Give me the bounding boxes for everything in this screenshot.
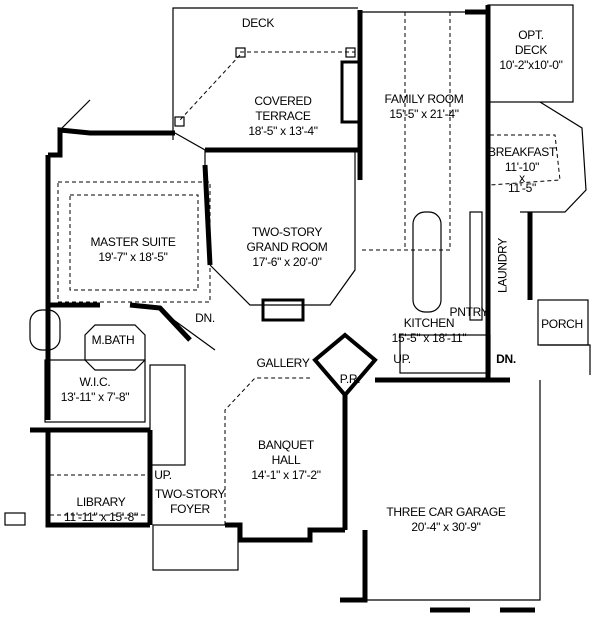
stair-label-dn: DN.: [195, 311, 215, 325]
bathtub: [29, 309, 61, 351]
room-name: DECK: [514, 43, 548, 57]
room-name: DECK: [241, 16, 275, 30]
room-name: HALL: [271, 453, 301, 467]
grand-room-fireplace: [261, 298, 305, 322]
room-name: LIBRARY: [76, 495, 126, 509]
room-size: 17'-6" x 20'-0": [252, 255, 322, 269]
stair-upper: [159, 309, 216, 351]
garage-wall: [340, 530, 368, 603]
room-pantry: PNTRY: [450, 305, 489, 320]
wic-outline: [44, 359, 146, 423]
room-name: GRAND ROOM: [246, 240, 328, 254]
terrace-beam-diagonal: [179, 54, 241, 121]
m-bath-vanity: [84, 324, 146, 371]
room-size: 10'-2"x10'-0": [499, 58, 563, 72]
main-stair: [149, 364, 186, 466]
kitchen-island: [412, 211, 442, 313]
room-name: BANQUET: [258, 438, 314, 452]
room-m-bath: M.BATH: [92, 333, 135, 348]
room-name: TWO-STORY: [154, 487, 226, 501]
wall: [129, 302, 192, 342]
banquet-colonnade: [224, 377, 310, 525]
room-name: TERRACE: [255, 109, 311, 123]
kitchen-counter: [469, 211, 483, 321]
stair-label-up: UP.: [154, 468, 172, 482]
room-name: FOYER: [170, 502, 210, 516]
room-name: OPT.: [518, 28, 544, 42]
room-size: 19'-7" x 18'-5": [98, 250, 168, 264]
room-name: GALLERY: [256, 356, 310, 370]
room-size: x: [519, 171, 525, 185]
deck-outline: [172, 7, 358, 140]
porch-steps: [540, 344, 591, 375]
tray-ceiling: [57, 181, 211, 303]
room-size: 13'-11" x 7'-8": [60, 390, 130, 404]
room-name: MASTER SUITE: [90, 235, 176, 249]
room-name: FAMILY ROOM: [384, 92, 464, 106]
powder-room: [312, 332, 378, 399]
room-size: 11'-11" x 15'-8": [64, 510, 138, 524]
wall: [174, 132, 206, 165]
room-gallery: GALLERY: [256, 356, 309, 371]
wall: [225, 522, 345, 543]
room-laundry: LAUNDRY: [496, 238, 511, 293]
room-name: P.R.: [339, 372, 361, 386]
wall: [48, 127, 175, 158]
room-name: PORCH: [541, 317, 583, 331]
ceiling-line: [360, 12, 451, 251]
room-wic: W.I.C.13'-11" x 7'-8": [60, 375, 130, 405]
tray-ceiling-inner: [69, 194, 199, 291]
room-name: PNTRY: [449, 305, 489, 319]
room-name: THREE CAR GARAGE: [386, 505, 506, 519]
front-stoop: [152, 524, 239, 571]
room-size: 15'-5" x 21'-4": [389, 107, 459, 121]
room-name: LAUNDRY: [495, 237, 510, 294]
room-name: KITCHEN: [403, 316, 455, 330]
wall: [59, 99, 91, 131]
room-size: 14'-1" x 17'-2": [251, 468, 321, 482]
room-size: 20'-4" x 30'-9": [411, 520, 481, 534]
room-size: 15'-5" x 18'-11": [391, 331, 467, 345]
room-name: M.BATH: [91, 333, 135, 347]
garage-stair: [399, 334, 491, 374]
room-size: 18'-5" x 13'-4": [248, 124, 318, 138]
post: [4, 512, 26, 526]
breakfast-ceiling: [489, 134, 561, 186]
room-name: W.I.C.: [79, 375, 111, 389]
column: [174, 116, 185, 127]
wall: [202, 164, 213, 266]
library-wall: [45, 430, 150, 528]
column: [235, 47, 246, 58]
grand-room-wall: [209, 150, 356, 306]
garage-stair-up: UP.: [393, 352, 411, 366]
breakfast-bay: [520, 101, 587, 213]
room-size: 11'-10": [504, 160, 540, 174]
room-name: TWO-STORY: [251, 225, 323, 239]
column: [345, 47, 356, 58]
room-name: BREAKFAST: [488, 145, 556, 159]
room-deck: DECK: [242, 16, 274, 31]
library-ceiling: [50, 474, 148, 516]
room-name: COVERED: [254, 94, 312, 108]
garage-door-wall: [365, 380, 541, 601]
room-powder-room: P.R.: [340, 372, 361, 387]
garage-stair-dn: DN.: [496, 352, 516, 366]
terrace-fireplace: [340, 60, 362, 124]
room-porch: PORCH: [541, 317, 583, 332]
room-size: 11'-5": [508, 181, 536, 195]
